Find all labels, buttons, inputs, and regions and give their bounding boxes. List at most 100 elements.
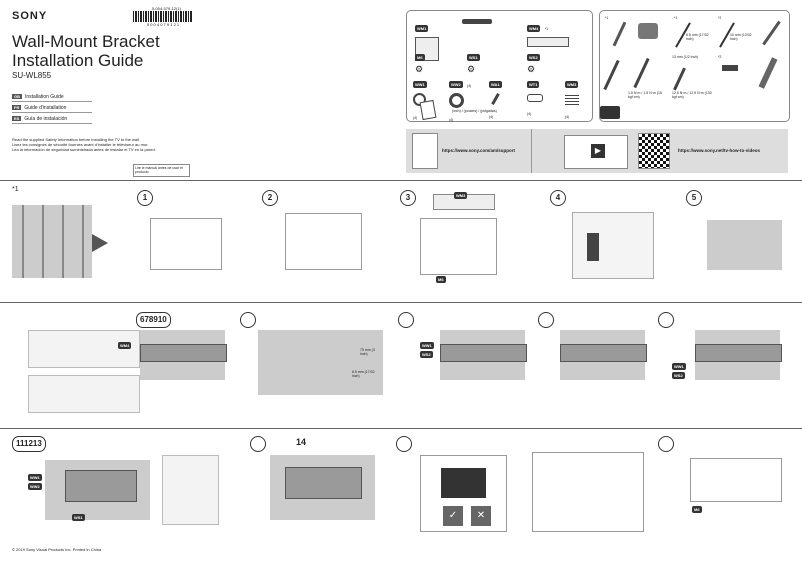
step-16-illustration <box>690 458 782 502</box>
video-preview: ▶ <box>564 135 628 169</box>
part-tag: M6 <box>692 506 702 513</box>
barcode-number: 5 0 0 4 0 7 9 1 2 1 <box>146 22 180 27</box>
title-line-2: Installation Guide <box>12 51 144 70</box>
support-links-bar: https://www.sony.com/am/support ▶ https:… <box>406 129 788 173</box>
step-number: 111213 <box>12 436 46 452</box>
copyright: © 2019 Sony Visual Products Inc. Printed… <box>12 547 102 552</box>
barcode: 5 0 0 4 0 7 9 1 2 1 <box>133 11 193 31</box>
language-code: FR <box>12 105 22 110</box>
step-10-marker <box>658 312 674 328</box>
language-code: ES <box>12 116 22 121</box>
step-8-illustration <box>440 330 527 380</box>
part-label: WS2 <box>527 54 540 61</box>
part-ww1: WW1 (4) <box>413 73 427 124</box>
part-tag: WS1 <box>72 514 85 521</box>
level-icon <box>762 20 781 46</box>
step-5-illustration <box>707 220 782 270</box>
manual-note-line-1: Lire le manual antes de usar el <box>135 166 183 170</box>
part-ws1: WS1 ⚙ (4) <box>467 46 480 92</box>
step-11-illustration <box>45 460 150 520</box>
hex-key-icon <box>491 93 500 105</box>
part-tag: WW2 <box>28 483 42 490</box>
step-15-illustration: ✓ ✕ <box>420 455 507 532</box>
screw-icon: ⚙ <box>527 64 536 74</box>
support-link[interactable]: https://www.sony.com/am/support <box>442 148 516 153</box>
step-3-illustration <box>420 218 497 275</box>
screw-icon: ⚙ <box>467 64 476 74</box>
step-number: 1 <box>137 190 153 206</box>
step-1-illustration <box>150 218 222 270</box>
step-number: 5 <box>686 190 702 206</box>
step-15b-illustration <box>532 452 644 532</box>
step-number: 4 <box>550 190 566 206</box>
language-label: Guide d'installation <box>24 104 67 111</box>
divider <box>0 302 802 303</box>
tool-torque-2: 12.5 N·m / 12.5 N·m (130 kgf·cm) <box>672 91 712 99</box>
safety-line-fr: Lisez les consignes de sécurité fournies… <box>12 142 149 147</box>
step-14-illustration <box>270 455 375 520</box>
part-wt1: WT1 (4) <box>527 73 543 120</box>
part-mark: *1 <box>544 27 549 31</box>
part-wm4: WM4 *1 <box>527 17 569 47</box>
part-wm1: WM1 <box>415 17 439 61</box>
step-4-illustration <box>572 212 654 279</box>
part-wm3: WM3 (4) <box>565 73 579 123</box>
check-icon: ✓ <box>443 506 463 526</box>
language-label: Installation Guide <box>25 93 64 100</box>
part-label: WW1 <box>413 81 427 88</box>
unit-note: (inch) / (pouces) / (pulgadas) <box>452 109 497 113</box>
part-wa1: WA1 (4) <box>489 73 502 123</box>
screwdriver-icon <box>603 59 620 91</box>
part-label: WM3 <box>565 81 579 88</box>
step-number: 14 <box>296 437 307 447</box>
step-8-marker <box>398 312 414 328</box>
video-link[interactable]: https://www.sony.net/tv-how-to-videos <box>678 148 760 153</box>
part-tag: WS2 <box>672 372 685 379</box>
part-label: WW2 <box>449 81 463 88</box>
page-title: Wall-Mount Bracket Installation Guide <box>12 32 232 70</box>
part-label: WA1 <box>489 81 502 88</box>
wall-note-mark: *1 <box>12 186 19 193</box>
step-6-illustration <box>140 330 227 380</box>
part-tag: M6 <box>436 276 446 283</box>
toolbox-icon <box>600 106 620 119</box>
step-number: 2 <box>262 190 278 206</box>
spacer-bar-icon <box>462 19 492 24</box>
socket-wrench-icon <box>673 67 686 91</box>
spacer-detail-box: WM3 <box>433 192 495 210</box>
tools-box: *1 *1 6.5 mm (17/32 inch) *2 10 mm (13/3… <box>599 10 790 122</box>
manual-note-line-2: producto <box>135 170 149 174</box>
part-count: (4) <box>489 115 494 119</box>
wall-illustration <box>12 205 92 278</box>
rail-illustration <box>28 375 140 413</box>
cross-icon: ✕ <box>471 506 491 526</box>
model-number: SU-WL855 <box>12 71 52 80</box>
divider <box>0 180 802 181</box>
part-count: (4) <box>449 118 454 122</box>
language-label: Guía de instalación <box>24 115 68 122</box>
rail-illustration <box>28 330 140 368</box>
part-count: (4) <box>467 84 472 88</box>
part-tag: WW1 <box>672 363 686 370</box>
parts-list-box: WM1 WM4 *1 M6 ⚙ (4) WS1 ⚙ (4) WS2 ⚙ (4) … <box>406 10 593 122</box>
drill-icon <box>638 23 658 39</box>
part-ww2: WW2 (4) <box>449 73 464 126</box>
step-9-marker <box>538 312 554 328</box>
part-tag: WM4 <box>118 342 132 349</box>
tool-dim-2: 10 mm (13/32 inch) <box>730 33 752 41</box>
strap-icon <box>527 94 543 102</box>
safety-line-en: Read the supplied Safety Information bef… <box>12 137 141 142</box>
arrow-right-icon <box>92 234 108 252</box>
bolt-icon: ⚙ <box>415 64 424 74</box>
part-label: WS1 <box>467 54 480 61</box>
step-number: 678910 <box>136 312 171 328</box>
bracket-plate-icon <box>415 37 439 61</box>
step-9-illustration <box>560 330 647 380</box>
part-tag: WW1 <box>420 342 434 349</box>
barcode-bars <box>133 11 193 22</box>
part-number: 5-004-079-12(1) <box>152 6 181 11</box>
tool-mark: *1 <box>674 16 678 20</box>
tool-dim-3: 13 mm (1/2 inch) <box>672 55 699 59</box>
qr-code <box>638 133 670 169</box>
